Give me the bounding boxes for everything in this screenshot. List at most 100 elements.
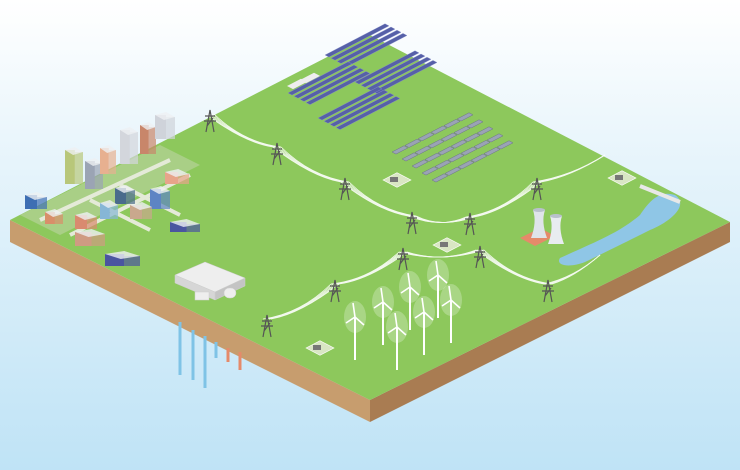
building <box>150 189 161 209</box>
solar-inverter <box>287 78 307 90</box>
mirror-collector <box>457 160 475 170</box>
mirror-collector <box>434 159 452 169</box>
building-side <box>178 174 189 184</box>
pylon-frame <box>531 177 543 201</box>
pylon-frame <box>474 245 486 269</box>
turbine-blades-icon <box>441 285 461 309</box>
building <box>85 161 95 189</box>
mirror-collector <box>421 166 439 176</box>
mirror-collector <box>470 153 488 163</box>
building-side <box>166 117 175 139</box>
building-roof <box>140 122 156 130</box>
pylon-frame <box>204 109 216 133</box>
pylon-frame <box>271 142 283 166</box>
building-side <box>91 234 105 246</box>
pylon-icon <box>339 177 351 201</box>
pylon-icon <box>464 212 476 236</box>
transformer <box>313 345 321 350</box>
power-line <box>471 181 540 218</box>
solar-thermal-collectors <box>391 112 514 183</box>
solar-panel-row <box>330 26 396 61</box>
wind-farm <box>344 259 462 370</box>
city <box>20 112 200 266</box>
power-line <box>551 254 601 285</box>
solar-panel-row <box>335 96 401 130</box>
power-line <box>280 146 350 183</box>
solar-panel-row <box>299 67 365 102</box>
mirror-collector <box>427 139 445 149</box>
building <box>100 148 109 174</box>
power-line <box>268 283 338 320</box>
pylon-icon <box>261 314 273 338</box>
solar-panel-row <box>305 71 371 105</box>
solar-panel-row <box>354 50 420 85</box>
geothermal-pipes <box>178 322 242 388</box>
pylons <box>204 109 554 338</box>
pylon-icon <box>406 211 418 235</box>
building <box>140 125 149 154</box>
nuclear-plant <box>520 208 564 246</box>
building-roof <box>115 185 135 193</box>
pylon-icon <box>542 279 554 303</box>
mirror-collector <box>401 152 419 162</box>
mirror-collector <box>473 140 491 149</box>
mirror-collector <box>486 133 504 143</box>
building-side <box>126 190 135 204</box>
power-lines <box>205 113 606 320</box>
power-line <box>270 283 340 320</box>
mirror-collector <box>431 173 449 183</box>
building-roof <box>75 229 105 237</box>
mirror-collector <box>483 147 501 156</box>
pylon-icon <box>474 245 486 269</box>
building-roof <box>85 158 103 166</box>
turbine-blades-icon <box>428 260 448 284</box>
building-side <box>129 132 138 164</box>
building <box>45 212 55 224</box>
pylon-icon <box>397 247 409 271</box>
pylon-frame <box>261 314 273 338</box>
turbine-blades-icon <box>400 272 420 296</box>
mirror-collector <box>466 119 484 129</box>
transformer <box>615 175 623 180</box>
mirror-collector <box>440 132 458 142</box>
mirror-collector <box>391 145 409 155</box>
power-line <box>540 154 606 183</box>
factory <box>174 261 246 301</box>
building-side <box>54 214 63 224</box>
building <box>120 130 130 164</box>
building-roof <box>105 251 140 259</box>
mirror-collector <box>444 166 462 176</box>
power-line <box>266 283 336 320</box>
solar-farm <box>287 23 438 130</box>
solar-panel-row <box>366 56 432 91</box>
mirror-collector <box>453 126 471 135</box>
transformer <box>390 177 398 182</box>
mirror-collector <box>447 153 465 163</box>
solar-panel-row <box>360 53 426 88</box>
building-roof <box>65 147 83 155</box>
pylon-icon <box>531 177 543 201</box>
power-line <box>483 249 553 285</box>
building-roof <box>100 145 116 153</box>
building <box>65 150 75 184</box>
building-roof <box>130 202 152 210</box>
solar-panel-row <box>329 92 395 127</box>
building-roof <box>170 219 200 227</box>
power-line <box>213 113 282 148</box>
grass-plane <box>10 35 730 400</box>
building-side <box>148 127 156 154</box>
mirror-collector <box>496 140 514 150</box>
mirror-collector <box>456 112 474 122</box>
building-roof <box>45 209 63 217</box>
dam <box>639 184 681 204</box>
mirror-collector <box>430 125 448 135</box>
building-roof <box>75 212 97 220</box>
pylon-frame <box>464 212 476 236</box>
mirror-collector <box>414 145 432 155</box>
building-side <box>74 152 83 184</box>
solar-panel-row <box>336 29 402 64</box>
pylon-icon <box>204 109 216 133</box>
pylon-frame <box>542 279 554 303</box>
building-side <box>142 207 152 219</box>
